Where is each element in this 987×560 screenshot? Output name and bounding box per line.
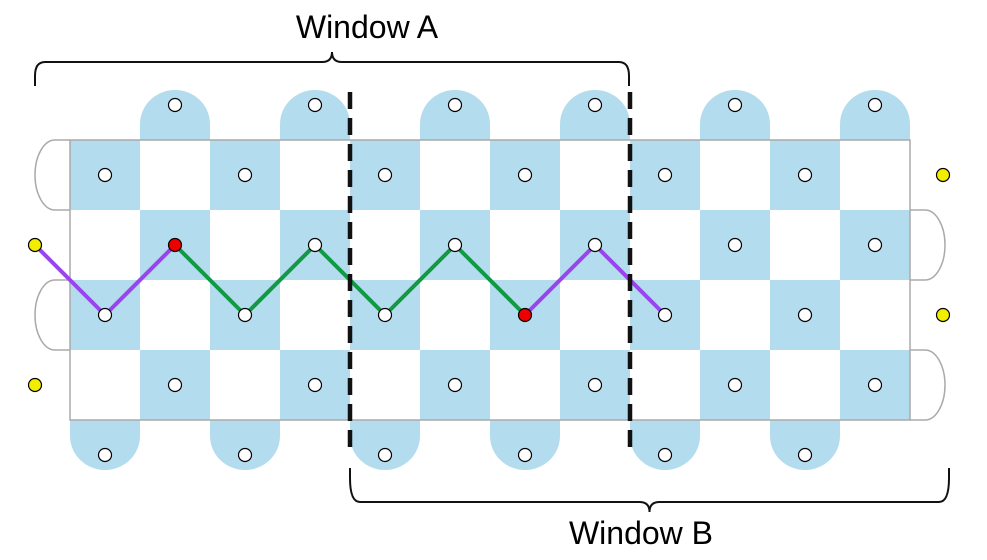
qubit-node-top (447, 97, 463, 113)
window-boundaries (347, 92, 633, 455)
qubit-node (657, 167, 673, 183)
top-boundary-tile (840, 90, 910, 140)
qubit-node (797, 167, 813, 183)
window-a-label: Window A (296, 9, 439, 45)
qubit-node (657, 307, 673, 323)
qubit-node-red (167, 237, 183, 253)
qubit-node-yellow (935, 307, 951, 323)
path-segment (453, 243, 527, 317)
window-a-brace (34, 51, 630, 86)
qubit-node (587, 237, 603, 253)
bottom-boundary-tile (210, 420, 280, 470)
qubit-node (97, 167, 113, 183)
left-boundary-arc (34, 139, 70, 211)
qubit-node (727, 237, 743, 253)
path-segment (103, 243, 177, 317)
top-boundary-tile (700, 90, 770, 140)
window-braces (34, 51, 950, 513)
bottom-boundary-tile (350, 420, 420, 470)
qubit-node-red (517, 307, 533, 323)
qubit-node (307, 237, 323, 253)
qubit-nodes (27, 97, 951, 463)
plaquette-tiles (70, 140, 910, 420)
top-boundary-tile (420, 90, 490, 140)
qubit-node-bottom (657, 447, 673, 463)
top-boundary-tile (280, 90, 350, 140)
qubit-node-top (727, 97, 743, 113)
qubit-node (377, 167, 393, 183)
qubit-node (97, 307, 113, 323)
window-b-brace (349, 468, 950, 513)
qubit-node (447, 377, 463, 393)
boundary-semicircle-tiles (70, 90, 910, 470)
right-boundary-arc (910, 209, 946, 281)
path-segment (523, 243, 597, 317)
qubit-node (167, 377, 183, 393)
qubit-node (447, 237, 463, 253)
qubit-node-top (587, 97, 603, 113)
qubit-node-bottom (797, 447, 813, 463)
bottom-boundary-tile (770, 420, 840, 470)
qubit-node-top (167, 97, 183, 113)
path-segment (173, 243, 247, 317)
qubit-node (727, 377, 743, 393)
window-b-label: Window B (569, 515, 713, 551)
bottom-boundary-tile (70, 420, 140, 470)
qubit-node (237, 167, 253, 183)
path-segment (383, 243, 457, 317)
top-boundary-tile (140, 90, 210, 140)
qubit-node (517, 167, 533, 183)
qubit-node-bottom (97, 447, 113, 463)
logical-path (33, 243, 667, 317)
qubit-node (867, 377, 883, 393)
qubit-node-yellow (27, 237, 43, 253)
qubit-node-bottom (517, 447, 533, 463)
path-segment (243, 243, 317, 317)
right-boundary-arc (910, 349, 946, 421)
qubit-node-bottom (237, 447, 253, 463)
boundary-arcs (34, 139, 946, 421)
qubit-node (307, 377, 323, 393)
qubit-node-top (867, 97, 883, 113)
qubit-node (237, 307, 253, 323)
qubit-node (587, 377, 603, 393)
qubit-node-top (307, 97, 323, 113)
qubit-node-yellow (27, 377, 43, 393)
path-segment (33, 243, 107, 317)
qubit-node (797, 307, 813, 323)
qubit-node-yellow (935, 167, 951, 183)
bottom-boundary-tile (490, 420, 560, 470)
bottom-boundary-tile (630, 420, 700, 470)
left-boundary-arc (34, 279, 70, 351)
qubit-node-bottom (377, 447, 393, 463)
top-boundary-tile (560, 90, 630, 140)
qubit-node (377, 307, 393, 323)
qubit-node (867, 237, 883, 253)
